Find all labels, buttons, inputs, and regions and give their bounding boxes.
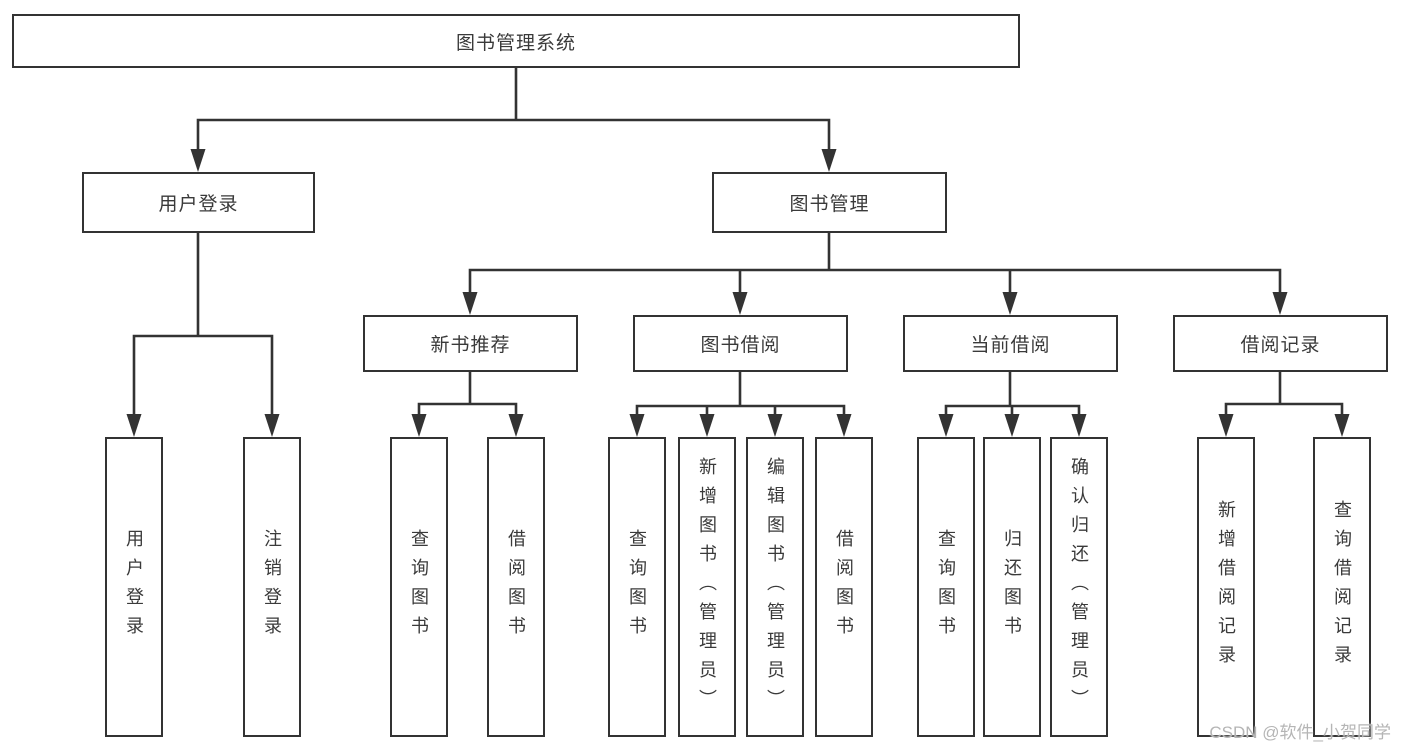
- node-new-book-recommend: 新书推荐: [363, 315, 578, 372]
- node-leaf-query-books-cur: 查询图书: [917, 437, 975, 737]
- connector-group: [1218, 370, 1350, 437]
- arrowhead-down-icon: [190, 149, 206, 172]
- connector-group: [126, 231, 280, 437]
- connector-group: [462, 231, 1288, 315]
- connector-group: [411, 370, 524, 437]
- node-label-leaf-query-books-bor: 查询图书: [627, 529, 647, 645]
- node-label-leaf-query-borrow-record: 查询借阅记录: [1332, 500, 1352, 674]
- connector-group: [190, 66, 837, 172]
- node-leaf-logout: 注销登录: [243, 437, 301, 737]
- arrowhead-down-icon: [1334, 414, 1350, 437]
- node-user-login: 用户登录: [82, 172, 315, 233]
- node-leaf-query-borrow-record: 查询借阅记录: [1313, 437, 1371, 737]
- node-leaf-confirm-return: 确认归还（管理员）: [1050, 437, 1108, 737]
- arrowhead-down-icon: [836, 414, 852, 437]
- node-current-borrowing: 当前借阅: [903, 315, 1118, 372]
- arrowhead-down-icon: [462, 292, 478, 315]
- node-borrowing-records: 借阅记录: [1173, 315, 1388, 372]
- node-label-leaf-add-borrow-record: 新增借阅记录: [1216, 500, 1236, 674]
- arrowhead-down-icon: [732, 292, 748, 315]
- arrowhead-down-icon: [1071, 414, 1087, 437]
- watermark: CSDN @软件_小贺同学: [1209, 723, 1391, 742]
- node-label-leaf-edit-books-admin: 编辑图书（管理员）: [765, 456, 785, 718]
- arrowhead-down-icon: [1218, 414, 1234, 437]
- node-leaf-add-books-admin: 新增图书（管理员）: [678, 437, 736, 737]
- arrowhead-down-icon: [1272, 292, 1288, 315]
- node-root: 图书管理系统: [12, 14, 1020, 68]
- node-leaf-query-books-bor: 查询图书: [608, 437, 666, 737]
- node-label-leaf-query-books-rec: 查询图书: [409, 529, 429, 645]
- node-label-leaf-add-books-admin: 新增图书（管理员）: [697, 456, 717, 718]
- node-leaf-borrow-books-rec: 借阅图书: [487, 437, 545, 737]
- node-label-leaf-confirm-return: 确认归还（管理员）: [1069, 456, 1089, 718]
- node-label-leaf-borrow-books-bor: 借阅图书: [834, 529, 854, 645]
- node-book-borrowing: 图书借阅: [633, 315, 848, 372]
- arrowhead-down-icon: [629, 414, 645, 437]
- node-leaf-return-books: 归还图书: [983, 437, 1041, 737]
- arrowhead-down-icon: [1002, 292, 1018, 315]
- node-label-root: 图书管理系统: [455, 32, 576, 54]
- arrowhead-down-icon: [126, 414, 142, 437]
- node-label-leaf-logout: 注销登录: [262, 529, 282, 645]
- arrowhead-down-icon: [767, 414, 783, 437]
- node-label-current-borrowing: 当前借阅: [970, 335, 1051, 356]
- arrowhead-down-icon: [411, 414, 427, 437]
- arrowhead-down-icon: [508, 414, 524, 437]
- node-leaf-add-borrow-record: 新增借阅记录: [1197, 437, 1255, 737]
- arrowhead-down-icon: [1004, 414, 1020, 437]
- node-label-book-management: 图书管理: [789, 194, 870, 215]
- connector-group: [938, 370, 1087, 437]
- arrowhead-down-icon: [264, 414, 280, 437]
- node-label-user-login: 用户登录: [158, 194, 239, 215]
- node-label-leaf-query-books-cur: 查询图书: [936, 529, 956, 645]
- node-book-management: 图书管理: [712, 172, 947, 233]
- node-label-book-borrowing: 图书借阅: [700, 335, 781, 356]
- node-label-new-book-recommend: 新书推荐: [430, 335, 511, 356]
- node-label-leaf-return-books: 归还图书: [1002, 529, 1022, 645]
- node-label-leaf-user-login: 用户登录: [124, 529, 144, 645]
- connector-group: [629, 370, 852, 437]
- node-label-leaf-borrow-books-rec: 借阅图书: [506, 529, 526, 645]
- node-leaf-borrow-books-bor: 借阅图书: [815, 437, 873, 737]
- arrowhead-down-icon: [699, 414, 715, 437]
- node-leaf-query-books-rec: 查询图书: [390, 437, 448, 737]
- arrowhead-down-icon: [938, 414, 954, 437]
- node-label-borrowing-records: 借阅记录: [1240, 335, 1321, 356]
- node-leaf-edit-books-admin: 编辑图书（管理员）: [746, 437, 804, 737]
- node-leaf-user-login: 用户登录: [105, 437, 163, 737]
- arrowhead-down-icon: [821, 149, 837, 172]
